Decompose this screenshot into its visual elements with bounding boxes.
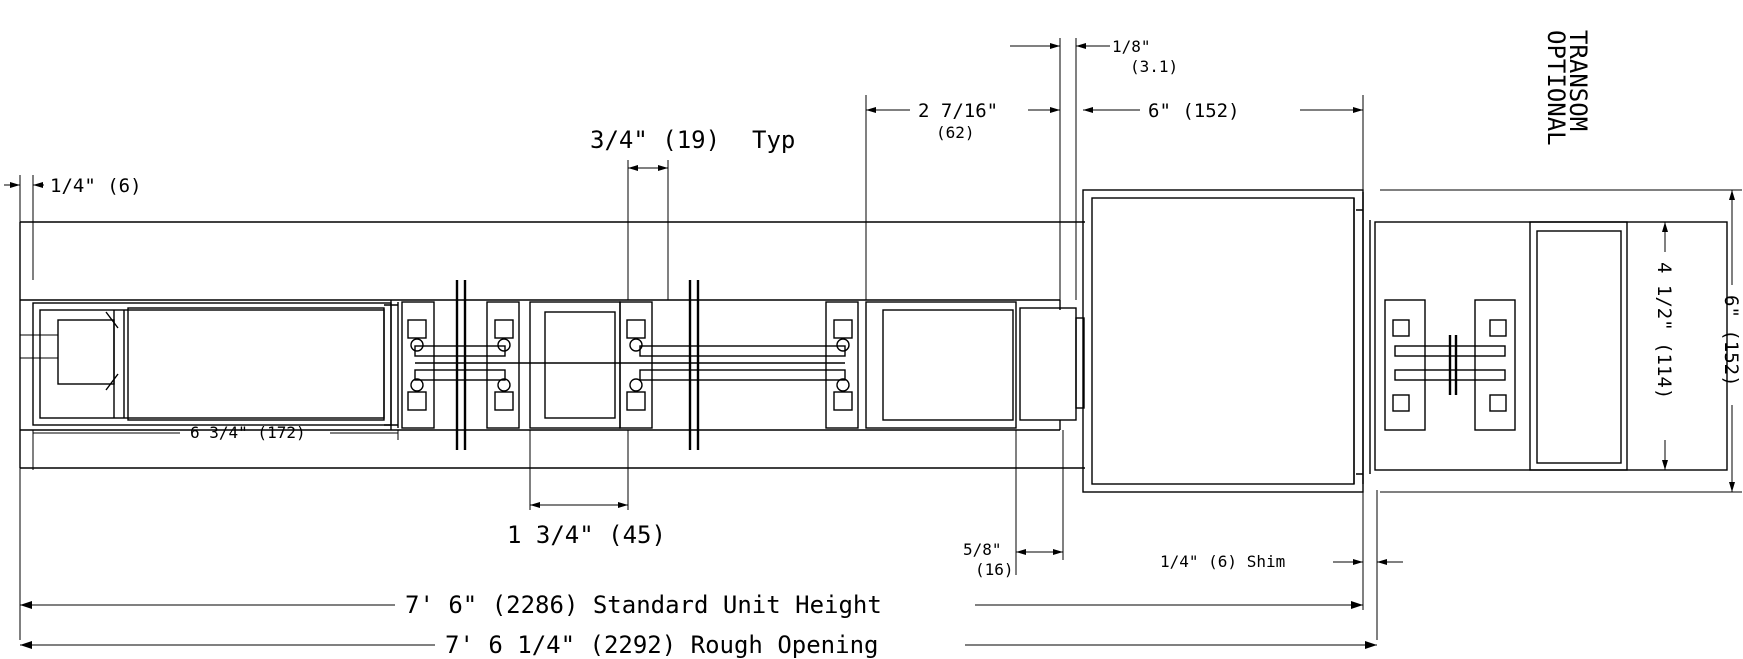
dim-rough-opening-label: 7' 6 1/4" (2292) Rough Opening: [445, 631, 878, 659]
dim-1-4-label: 1/4" (6): [50, 175, 142, 197]
transom-label-line2: OPTIONAL: [1542, 30, 1570, 146]
dim-2-7-16-label: 2 7/16": [918, 100, 998, 122]
dim-6-vertical-label: 6" (152): [1720, 295, 1742, 387]
mid-rail-profile: [529, 301, 621, 429]
transom-profile: [1374, 221, 1728, 471]
transom-label-line1: TRANSOM: [1564, 30, 1592, 131]
dim-1-8-mm-label: (3.1): [1130, 57, 1178, 76]
glazing: [414, 280, 846, 450]
dim-3-4-label: 3/4" (19): [590, 126, 720, 154]
head-frame-profile: [1082, 189, 1371, 493]
dim-standard-height-label: 7' 6" (2286) Standard Unit Height: [405, 591, 882, 619]
top-rail-profile: [865, 301, 1085, 429]
dim-shim-label: 1/4" (6) Shim: [1160, 552, 1285, 571]
dim-1-8-label: 1/8": [1112, 37, 1151, 56]
dim-5-8-mm-label: (16): [975, 560, 1014, 579]
dim-4-1-2-vertical-label: 4 1/2" (114): [1653, 262, 1675, 399]
dim-1-3-4-label: 1 3/4" (45): [507, 521, 666, 549]
dim-2-7-16-mm-label: (62): [936, 123, 975, 142]
dim-3-4-typ-label: Typ: [752, 126, 795, 154]
bottom-rail-profile: [20, 302, 392, 426]
dim-6-3-4-label: 6 3/4" (172): [190, 423, 306, 442]
door-outline: [19, 221, 1085, 469]
dimension-labels: TRANSOM OPTIONAL 1/8" (3.1) 6" (152) 2 7…: [50, 30, 1742, 659]
glass-stop-profiles: [384, 300, 859, 430]
dimension-lines: [4, 38, 1742, 649]
dim-6-label: 6" (152): [1148, 100, 1240, 122]
dim-5-8-label: 5/8": [963, 540, 1002, 559]
